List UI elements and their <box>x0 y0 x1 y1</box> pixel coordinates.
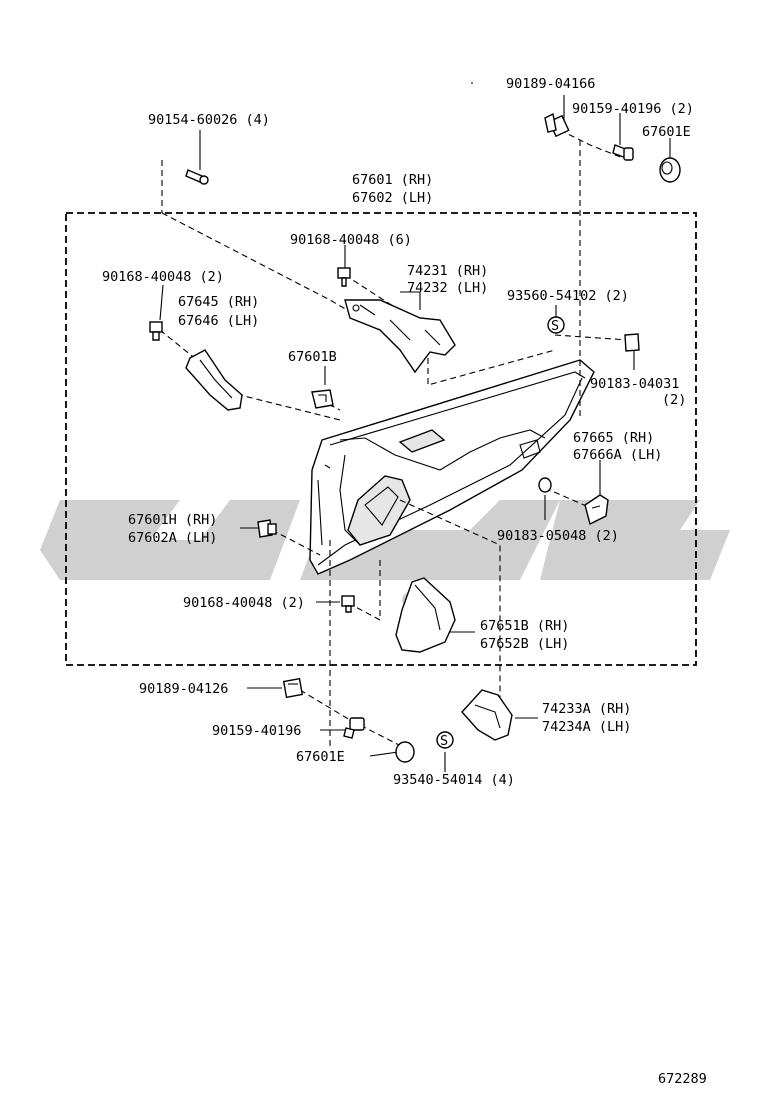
label-67601e-bottom: 67601E <box>296 749 345 765</box>
label-67601b: 67601B <box>288 349 337 365</box>
part-labels: 90189-04166 90154-60026 (4) 90159-40196 … <box>102 76 707 1087</box>
nut-90183-04031 <box>624 333 640 352</box>
cap-67601e-bottom <box>395 741 415 763</box>
label-67651b-rh: 67651B (RH) <box>480 618 569 634</box>
label-67602a-lh: 67602A (LH) <box>128 530 217 546</box>
label-90154-60026: 90154-60026 (4) <box>148 112 270 128</box>
label-90183-04031-qty: (2) <box>662 392 686 408</box>
label-74232-lh: 74232 (LH) <box>407 280 488 296</box>
label-90159-40196: 90159-40196 <box>212 723 301 739</box>
screw-90168-40048-6 <box>337 267 351 287</box>
screw-90154-60026 <box>185 169 209 185</box>
label-67645-rh: 67645 (RH) <box>178 294 259 310</box>
hardware-parts: S <box>149 112 681 763</box>
label-90159-40196-2: 90159-40196 (2) <box>572 101 694 117</box>
cap-67601e-top <box>659 157 681 183</box>
armrest-67651b <box>395 577 456 653</box>
label-93560-54102: 93560-54102 (2) <box>507 288 629 304</box>
label-90168-40048-2-left: 90168-40048 (2) <box>102 269 224 285</box>
label-90168-40048-6: 90168-40048 (6) <box>290 232 412 248</box>
screw-90168-40048-2-bottom <box>341 595 355 613</box>
screw-symbol-93540-label: S <box>440 733 448 749</box>
clip-90189-04166 <box>544 112 570 138</box>
clip-67601b <box>311 389 334 409</box>
screw-90159-40196-top <box>612 144 634 161</box>
assembly-frame <box>65 212 697 666</box>
clip-67601h <box>257 519 277 538</box>
label-67666a-lh: 67666A (LH) <box>573 447 662 463</box>
screw-symbol-93540: S <box>436 731 454 749</box>
label-74233a-rh: 74233A (RH) <box>542 701 631 717</box>
label-67601-rh: 67601 (RH) <box>352 172 433 188</box>
door-trim-board <box>309 359 595 575</box>
label-74231-rh: 74231 (RH) <box>407 263 488 279</box>
label-90189-04126: 90189-04126 <box>139 681 228 697</box>
diagram-number: 672289 <box>658 1071 707 1087</box>
screw-symbol-93560-label: S <box>551 318 559 334</box>
bracket-67645 <box>185 349 243 411</box>
clip-90189-04126 <box>282 677 304 699</box>
label-67646-lh: 67646 (LH) <box>178 313 259 329</box>
label-67602-lh: 67602 (LH) <box>352 190 433 206</box>
screw-90168-40048-2-left <box>149 321 163 341</box>
nut-90183-05048 <box>538 477 552 493</box>
label-90183-05048: 90183-05048 (2) <box>497 528 619 544</box>
label-93540-54014: 93540-54014 (4) <box>393 772 515 788</box>
label-74234a-lh: 74234A (LH) <box>542 719 631 735</box>
label-90189-04166: 90189-04166 <box>506 76 595 92</box>
label-67601e-top: 67601E <box>642 124 691 140</box>
screw-symbol-93560: S <box>547 316 565 334</box>
bracket-74233a <box>461 689 513 741</box>
label-67652b-lh: 67652B (LH) <box>480 636 569 652</box>
screw-90159-40196-bottom <box>343 717 365 739</box>
label-90168-40048-2-bottom: 90168-40048 (2) <box>183 595 305 611</box>
bracket-74231 <box>344 299 456 374</box>
label-67601h-rh: 67601H (RH) <box>128 512 217 528</box>
label-90183-04031: 90183-04031 <box>590 376 679 392</box>
switch-67665 <box>584 494 609 526</box>
label-67665-rh: 67665 (RH) <box>573 430 654 446</box>
